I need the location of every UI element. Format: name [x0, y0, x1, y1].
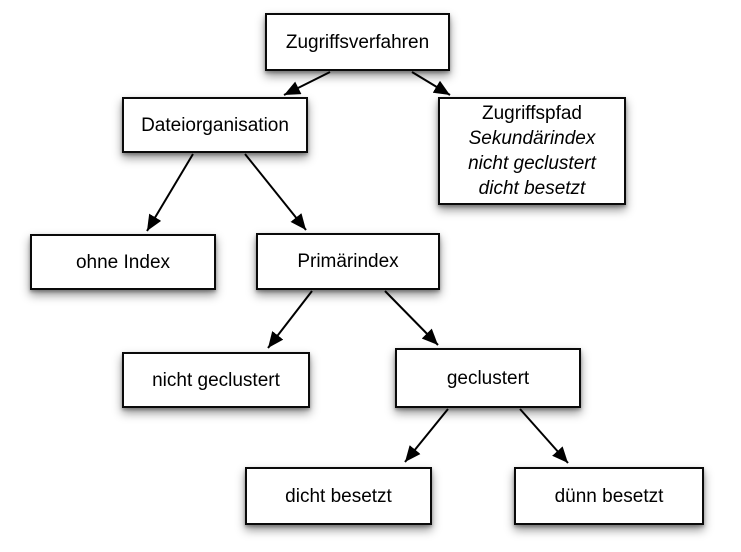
node-dicht-besetzt-label: dicht besetzt: [285, 485, 392, 507]
node-dateiorganisation: Dateiorganisation: [122, 97, 308, 153]
node-dicht-besetzt: dicht besetzt: [245, 467, 432, 525]
edge-geclustert-dicht-besetzt: [404, 408, 449, 463]
node-geclustert-label: geclustert: [446, 367, 530, 389]
node-zugriffspfad-line2: Sekundärindex: [468, 128, 596, 149]
node-geclustert: geclustert: [395, 348, 581, 408]
node-primaerindex: Primärindex: [256, 233, 440, 290]
node-duenn-besetzt-label: dünn besetzt: [554, 485, 664, 507]
node-nicht-geclustert: nicht geclustert: [122, 352, 310, 408]
edge-primaerindex-nicht-geclustert: [267, 290, 313, 349]
edge-zugriffsverfahren-dateiorganisation: [283, 71, 331, 96]
node-nicht-geclustert-label: nicht geclustert: [152, 369, 280, 391]
edge-zugriffsverfahren-zugriffspfad: [411, 71, 451, 96]
edge-geclustert-duenn-besetzt: [519, 408, 569, 464]
edge-dateiorganisation-primaerindex: [244, 153, 307, 231]
edge-dateiorganisation-ohne-index: [146, 153, 194, 232]
node-zugriffspfad: Zugriffspfad Sekundärindex nicht geclust…: [438, 97, 626, 205]
node-zugriffspfad-line1: Zugriffspfad: [482, 103, 582, 124]
node-zugriffspfad-line4: dicht besetzt: [478, 178, 586, 199]
node-zugriffsverfahren: Zugriffsverfahren: [265, 13, 450, 71]
node-zugriffspfad-line3: nicht geclustert: [468, 153, 596, 174]
node-zugriffsverfahren-label: Zugriffsverfahren: [285, 31, 430, 53]
node-ohne-index-label: ohne Index: [75, 251, 171, 273]
node-dateiorganisation-label: Dateiorganisation: [141, 114, 289, 136]
node-ohne-index: ohne Index: [30, 234, 216, 290]
node-duenn-besetzt: dünn besetzt: [514, 467, 704, 525]
edge-primaerindex-geclustert: [384, 290, 439, 346]
node-primaerindex-label: Primärindex: [297, 251, 399, 272]
